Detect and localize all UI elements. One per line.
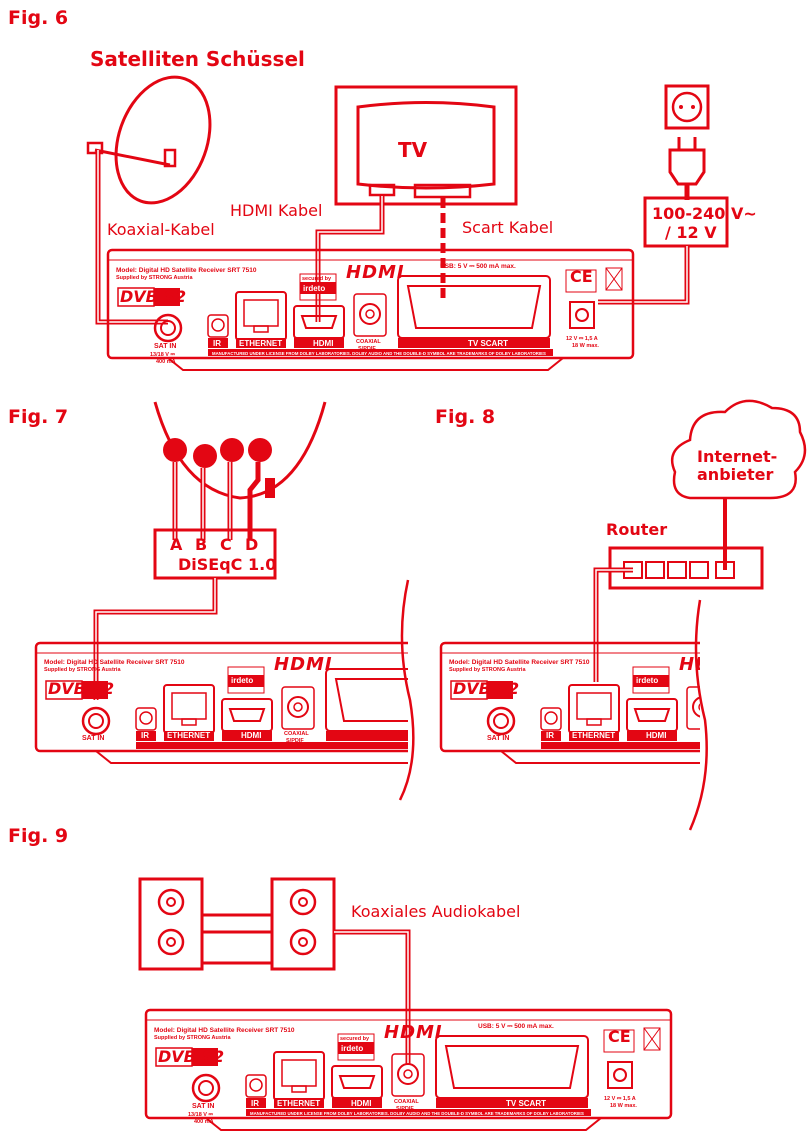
model-text-fig8: Model: Digital HD Satellite Receiver SRT… (449, 659, 590, 666)
hdmi-port-label-fig7: HDMI (241, 731, 261, 740)
dish-label: Satelliten Schüssel (90, 47, 305, 71)
sat-spec-2: 400 mA (156, 359, 176, 365)
hdmi-port-label-fig8: HDMI (646, 731, 666, 740)
ir-label: IR (213, 339, 221, 348)
diseqc-port-b: B (195, 535, 207, 554)
ir-label-fig8: IR (546, 731, 554, 740)
scart-cable-label: Scart Kabel (462, 218, 553, 237)
diseqc-label: DiSEqC 1.0 (178, 555, 276, 574)
satellite-dish-icon (86, 75, 212, 205)
ce-mark-fig9: CE (608, 1027, 631, 1046)
internet-label-1: Internet- (697, 447, 777, 466)
cloud-icon (670, 399, 807, 500)
license-text-fig9: MANUFACTURED UNDER LICENSE FROM DOLBY LA… (250, 1111, 584, 1116)
hdmi-logo-fig8: HDMI (679, 654, 738, 675)
usb-text-fig9: USB: 5 V ⎓ 500 mA max. (478, 1023, 554, 1030)
hdmi-logo-fig7: HDMI (274, 654, 333, 675)
stereo-speakers-icon (138, 877, 336, 971)
fig8-title: Fig. 8 (435, 406, 495, 428)
tv-scart-label-fig9: TV SCART (506, 1099, 546, 1108)
router-label: Router (606, 520, 667, 539)
fig6-title: Fig. 6 (8, 7, 68, 29)
tv-scart-label: TV SCART (468, 339, 508, 348)
receiver-text-fig6: Model: Digital HD Satellite Receiver SRT… (116, 262, 599, 365)
supplied-text: Supplied by STRONG Austria (116, 275, 193, 281)
supplied-text-fig7: Supplied by STRONG Austria (44, 667, 121, 673)
ethernet-label-fig8: ETHERNET (572, 731, 615, 740)
supplied-text-fig9: Supplied by STRONG Austria (154, 1035, 231, 1041)
irdeto-logo: irdeto (303, 284, 325, 293)
fig7-title: Fig. 7 (8, 406, 68, 428)
power-spec-2-fig9: 18 W max. (610, 1103, 637, 1109)
dvb-logo-fig7: DVB S2 (48, 679, 114, 698)
sat-spec-2-fig9: 400 mA (194, 1119, 214, 1125)
license-text: MANUFACTURED UNDER LICENSE FROM DOLBY LA… (212, 351, 546, 356)
power-spec-1: 12 V ⎓ 1,5 A (566, 336, 598, 342)
ce-mark: CE (570, 267, 593, 286)
model-text: Model: Digital HD Satellite Receiver SRT… (116, 267, 257, 274)
diseqc-port-c: C (220, 535, 232, 554)
ethernet-label-fig9: ETHERNET (277, 1099, 320, 1108)
model-text-fig9: Model: Digital HD Satellite Receiver SRT… (154, 1027, 295, 1034)
tv-icon (334, 85, 518, 206)
hdmi-cable-label: HDMI Kabel (230, 201, 322, 220)
irdeto-logo-fig9: irdeto (341, 1044, 363, 1053)
sat-spec-1-fig9: 13/18 V ⎓ (188, 1112, 213, 1118)
diseqc-port-d: D (245, 535, 258, 554)
power-spec-1-fig9: 12 V ⎓ 1,5 A (604, 1096, 636, 1102)
hdmi-port-label: HDMI (313, 339, 333, 348)
power-adapter-label-1: 100-240 V~ (652, 204, 757, 223)
coaxial-label-fig9: COAXIAL (394, 1099, 419, 1105)
model-text-fig7: Model: Digital HD Satellite Receiver SRT… (44, 659, 185, 666)
cut-line-fig8 (688, 599, 708, 831)
lnb-cables (172, 462, 261, 540)
spdif-label-fig7: S/PDIF (286, 738, 304, 744)
ir-label-fig9: IR (251, 1099, 259, 1108)
irdeto-logo-fig7: irdeto (231, 676, 253, 685)
ethernet-label-fig7: ETHERNET (167, 731, 210, 740)
coax-cable-label: Koaxial-Kabel (107, 220, 215, 239)
coaxial-label-fig7: COAXIAL (284, 731, 309, 737)
sat-in-label-fig8: SAT IN (487, 735, 509, 742)
coaxial-label: COAXIAL (356, 339, 381, 345)
receiver-text-fig9: Model: Digital HD Satellite Receiver SRT… (154, 1022, 637, 1125)
irdeto-logo-fig8: irdeto (636, 676, 658, 685)
power-cable-line (598, 246, 690, 305)
irdeto-top: secured by (302, 276, 332, 282)
tv-label: TV (398, 138, 428, 162)
power-socket-icon (664, 84, 710, 130)
cut-line-fig7 (398, 579, 415, 801)
hdmi-logo-fig9: HDMI (384, 1022, 443, 1043)
power-plug-icon (668, 137, 706, 186)
sat-spec-1: 13/18 V ⎓ (150, 352, 175, 358)
hdmi-cable-line (315, 196, 385, 322)
dvb-logo-fig8: DVB S2 (453, 679, 519, 698)
power-adapter-label-2: / 12 V (665, 223, 717, 242)
spdif-label-fig9: S/PDIF (396, 1106, 414, 1112)
sat-in-label-fig9: SAT IN (192, 1103, 214, 1110)
dvb-logo-fig9: DVB S2 (158, 1047, 224, 1066)
internet-label-2: anbieter (697, 465, 773, 484)
power-spec-2: 18 W max. (572, 343, 599, 349)
fig9-title: Fig. 9 (8, 825, 68, 847)
multi-lnb-dish-icon (153, 401, 327, 500)
hdmi-logo: HDMI (346, 262, 405, 283)
usb-text: USB: 5 V ⎓ 500 mA max. (440, 263, 516, 270)
sat-in-label-fig7: SAT IN (82, 735, 104, 742)
ir-label-fig7: IR (141, 731, 149, 740)
irdeto-top-fig9: secured by (340, 1036, 370, 1042)
audio-cable-label: Koaxiales Audiokabel (351, 902, 520, 921)
supplied-text-fig8: Supplied by STRONG Austria (449, 667, 526, 673)
dvb-logo: DVB S2 (120, 287, 186, 306)
sat-in-label: SAT IN (154, 343, 176, 350)
diseqc-port-a: A (170, 535, 183, 554)
hdmi-port-label-fig9: HDMI (351, 1099, 371, 1108)
spdif-label: S/PDIF (358, 346, 376, 352)
ethernet-label: ETHERNET (239, 339, 282, 348)
